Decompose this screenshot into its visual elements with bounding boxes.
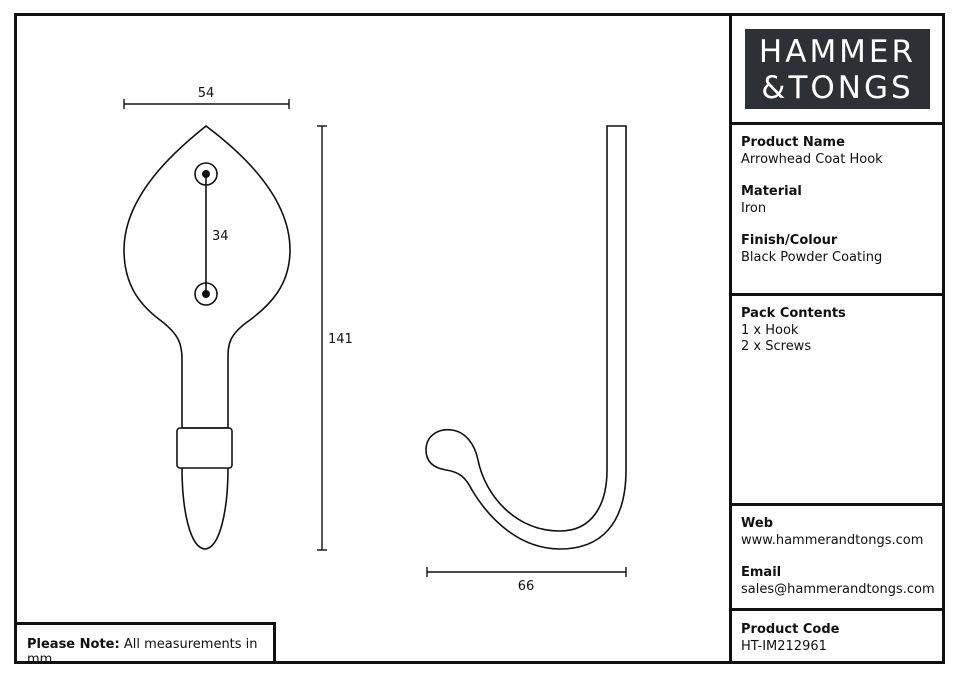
finish-label: Finish/Colour [741,233,838,248]
measurement-note: Please Note: All measurements in mm [14,622,276,667]
sidebar-divider [729,13,732,664]
hook-tip [181,467,229,550]
material-label: Material [741,184,802,199]
brand-logo: HAMMER &TONGS [745,29,930,109]
logo-line-2: &TONGS [761,70,914,106]
screw-hole-bottom-center [202,290,210,298]
product-name-label: Product Name [741,135,845,150]
sidebar-separator [729,608,945,611]
pack-contents: Pack Contents 1 x Hook 2 x Screws [741,306,846,356]
material-value: Iron [741,200,767,216]
collar-band [176,427,233,469]
front-view [123,124,291,550]
dimension-depth-label: 66 [518,579,535,594]
sidebar-separator [729,293,945,296]
pack-item: 1 x Hook [741,322,799,338]
dimension-height [317,125,327,551]
sidebar-separator [729,122,945,125]
product-name-value: Arrowhead Coat Hook [741,151,883,167]
screw-hole-top-center [202,170,210,178]
drawing-sheet-border [14,13,945,664]
dimension-width [123,99,290,109]
email-label: Email [741,565,782,580]
email-link[interactable]: sales@hammerandtongs.com [741,581,935,597]
pack-item: 2 x Screws [741,339,812,354]
logo-line-1: HAMMER [758,34,917,70]
j-hook-outline [425,125,627,550]
product-code-label: Product Code [741,622,840,637]
pack-contents-label: Pack Contents [741,306,846,321]
sidebar-separator [729,503,945,506]
dimension-width-label: 54 [198,86,215,101]
product-code: Product Code HT-IM212961 [741,622,839,655]
contact-info: Web www.hammerandtongs.com Email sales@h… [741,516,935,598]
product-info: Product Name Arrowhead Coat Hook Materia… [741,135,883,266]
dimension-depth [426,567,627,577]
finish-value: Black Powder Coating [741,249,883,265]
side-view [425,125,627,550]
product-code-value: HT-IM212961 [741,638,827,654]
web-label: Web [741,516,773,531]
note-text: All measurements in mm [27,637,258,667]
dimension-height-label: 141 [328,332,353,347]
web-link[interactable]: www.hammerandtongs.com [741,532,924,548]
dimension-hole-spacing-label: 34 [212,229,229,244]
note-label: Please Note: [27,637,120,652]
